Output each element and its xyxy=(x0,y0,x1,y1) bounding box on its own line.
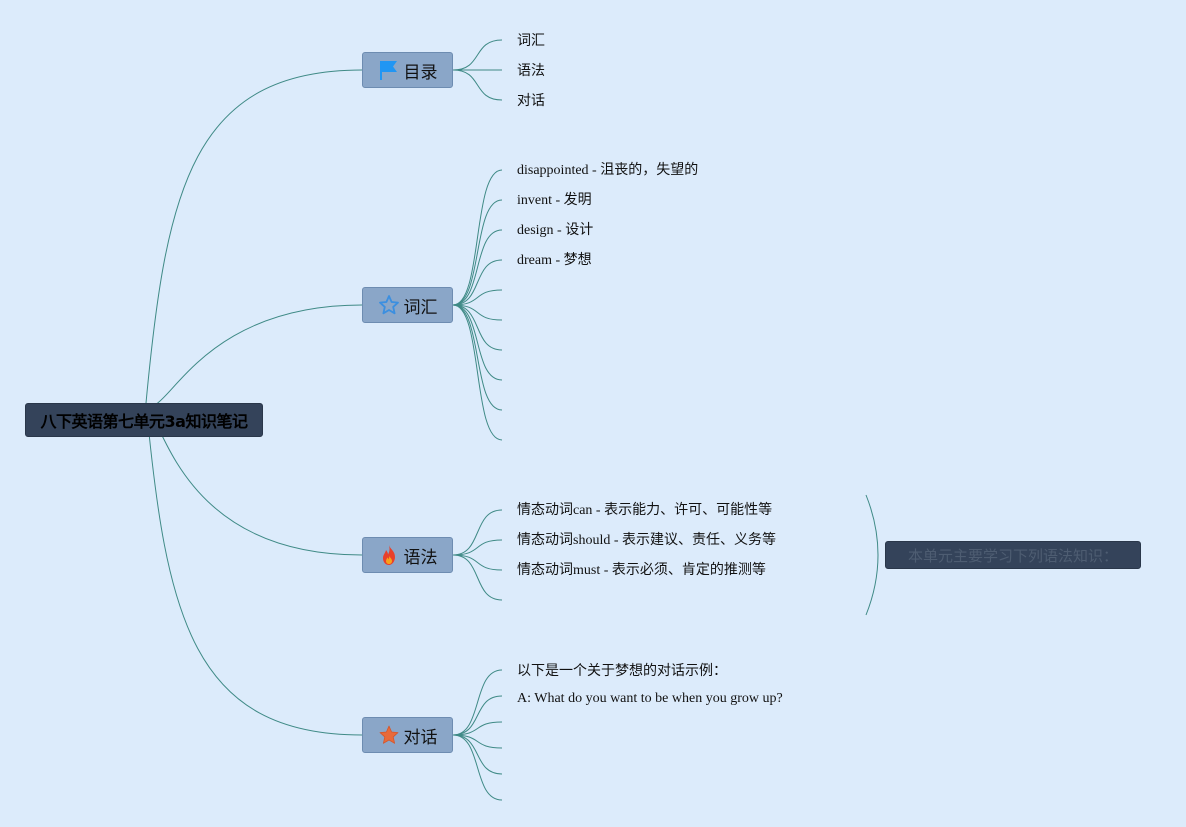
grammar-summary-label: 本单元主要学习下列语法知识： xyxy=(907,546,1118,565)
branch-leaf-link-2-1 xyxy=(452,539,503,556)
leaf-vocab-disappointed[interactable]: disappointed - 沮丧的，失望的 xyxy=(517,163,699,178)
leaf-grammar-must[interactable]: 情态动词must - 表示必须、肯定的推测等 xyxy=(517,563,766,578)
fire-icon xyxy=(378,544,400,566)
star-outline-icon xyxy=(378,294,400,316)
branch-leaf-link-0-2 xyxy=(452,69,503,101)
branch-contents[interactable]: 目录 xyxy=(362,52,453,88)
branch-leaf-link-2-0 xyxy=(452,509,503,556)
leaf-dialogue-line-a[interactable]: A: What do you want to be when you grow … xyxy=(517,691,783,706)
branch-grammar-label: 语法 xyxy=(403,547,438,568)
flag-icon xyxy=(378,59,400,81)
root-topic-label: 八下英语第七单元3a知识笔记 xyxy=(40,412,248,431)
branch-leaf-link-1-2 xyxy=(452,229,503,306)
leaf-vocab-dream[interactable]: dream - 梦想 xyxy=(517,253,592,268)
root-branch-link-1 xyxy=(145,304,363,406)
branch-leaf-link-3-1 xyxy=(452,695,503,736)
root-topic[interactable]: 八下英语第七单元3a知识笔记 xyxy=(25,403,263,437)
leaf-grammar-can[interactable]: 情态动词can - 表示能力、许可、可能性等 xyxy=(517,503,773,518)
branch-leaf-link-3-5 xyxy=(452,734,503,801)
branch-leaf-link-1-5 xyxy=(452,304,503,321)
star-filled-icon xyxy=(378,724,400,746)
branch-leaf-link-1-6 xyxy=(452,304,503,351)
branch-dialogue-label: 对话 xyxy=(403,727,438,748)
branch-leaf-link-1-4 xyxy=(452,289,503,306)
branch-leaf-link-1-8 xyxy=(452,304,503,411)
leaf-grammar-should[interactable]: 情态动词should - 表示建议、责任、义务等 xyxy=(517,533,776,548)
leaf-contents-vocabulary[interactable]: 词汇 xyxy=(517,33,545,49)
branch-contents-label: 目录 xyxy=(403,62,438,83)
branch-leaf-link-1-9 xyxy=(452,304,503,441)
branch-leaf-link-2-2 xyxy=(452,554,503,571)
leaf-contents-dialogue[interactable]: 对话 xyxy=(517,93,545,109)
leaf-vocab-design[interactable]: design - 设计 xyxy=(517,223,594,238)
branch-leaf-link-1-0 xyxy=(452,169,503,306)
leaf-contents-grammar[interactable]: 语法 xyxy=(517,63,545,79)
branch-leaf-link-3-3 xyxy=(452,734,503,749)
leaf-dialogue-intro[interactable]: 以下是一个关于梦想的对话示例： xyxy=(517,663,727,679)
summary-bracket xyxy=(865,494,879,616)
branch-leaf-link-2-3 xyxy=(452,554,503,601)
branch-leaf-link-3-0 xyxy=(452,669,503,736)
branch-vocabulary-label: 词汇 xyxy=(403,297,438,318)
branch-vocabulary[interactable]: 词汇 xyxy=(362,287,453,323)
root-branch-link-3 xyxy=(145,402,363,736)
branch-leaf-link-0-0 xyxy=(452,39,503,71)
grammar-summary-note[interactable]: 本单元主要学习下列语法知识： xyxy=(885,541,1141,569)
branch-leaf-link-1-7 xyxy=(452,304,503,381)
leaf-vocab-invent[interactable]: invent - 发明 xyxy=(517,193,592,208)
branch-leaf-link-3-4 xyxy=(452,734,503,775)
branch-grammar[interactable]: 语法 xyxy=(362,537,453,573)
branch-leaf-link-3-2 xyxy=(452,721,503,736)
branch-dialogue[interactable]: 对话 xyxy=(362,717,453,753)
branch-leaf-link-1-1 xyxy=(452,199,503,306)
root-branch-link-0 xyxy=(145,69,363,404)
branch-leaf-link-1-3 xyxy=(452,259,503,306)
